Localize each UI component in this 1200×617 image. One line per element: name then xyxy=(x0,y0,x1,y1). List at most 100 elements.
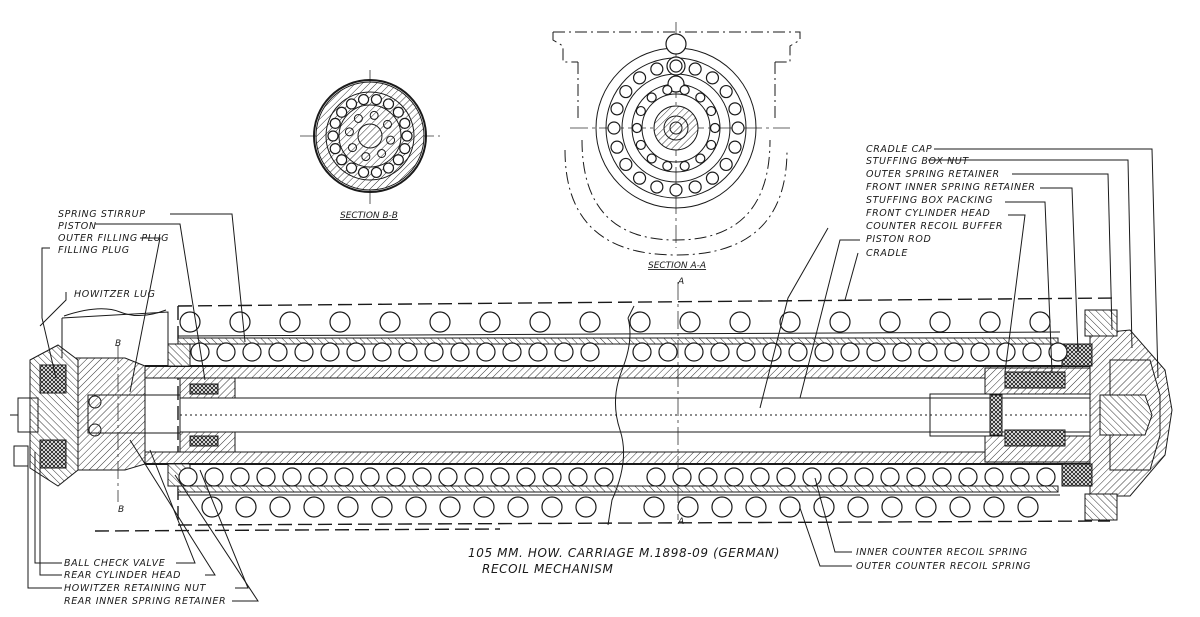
section-bb-coil xyxy=(399,143,411,155)
outer-spring-coil xyxy=(729,311,751,333)
drawing-title-line2: RECOIL MECHANISM xyxy=(482,562,613,576)
labels: SECTION B-B SECTION A-A B B A A SPRING S… xyxy=(58,144,1035,607)
section-aa-coil xyxy=(679,84,690,96)
inner-spring-coil xyxy=(1048,342,1068,362)
inner-spring-coil xyxy=(762,342,782,362)
section-aa-coil xyxy=(706,139,717,151)
outer-spring-coil xyxy=(529,311,551,333)
leader-lines xyxy=(27,148,1159,602)
section-bb-coil xyxy=(382,98,395,110)
inner-spring-coil xyxy=(918,342,938,362)
outer-counter-recoil-spring-top xyxy=(179,311,1051,333)
section-bb-coil xyxy=(357,166,370,179)
inner-spring-coil xyxy=(646,467,666,487)
section-bb-port xyxy=(353,113,363,123)
section-aa-coil xyxy=(669,183,683,197)
section-aa-counter-recoil-springs xyxy=(607,59,745,197)
inner-spring-coil xyxy=(268,342,288,362)
inner-spring-coil xyxy=(516,467,536,487)
inner-spring-coil xyxy=(788,342,808,362)
section-bb-coil xyxy=(329,143,341,155)
section-aa-coil xyxy=(709,122,721,134)
inner-spring-coil xyxy=(958,467,978,487)
inner-spring-coil xyxy=(230,467,250,487)
inner-spring-coil xyxy=(360,467,380,487)
inner-spring-coil xyxy=(996,342,1016,362)
inner-spring-coil xyxy=(724,467,744,487)
inner-spring-coil xyxy=(866,342,886,362)
label-inner-counter-recoil-spring: INNER COUNTER RECOIL SPRING xyxy=(856,547,1028,558)
section-bb-port xyxy=(361,152,371,162)
outer-spring-coil xyxy=(847,496,869,518)
inner-spring-coil xyxy=(346,342,366,362)
inner-spring-coil xyxy=(320,342,340,362)
section-bb-coil xyxy=(392,106,404,118)
inner-spring-coil xyxy=(814,342,834,362)
inner-spring-coil xyxy=(1010,467,1030,487)
section-aa-coil xyxy=(705,171,720,185)
section-aa-coil xyxy=(706,105,717,117)
inner-counter-recoil-spring-bottom xyxy=(178,467,1056,487)
section-mark-a-top: A xyxy=(677,277,684,287)
inner-spring-coil xyxy=(776,467,796,487)
label-front-cylinder-head: FRONT CYLINDER HEAD xyxy=(866,208,990,219)
section-aa-coil xyxy=(695,153,706,164)
section-mark-b-top: B xyxy=(115,339,121,349)
inner-spring-coil xyxy=(294,342,314,362)
inner-spring-coil xyxy=(242,342,262,362)
inner-spring-coil xyxy=(528,342,548,362)
outer-spring-coil xyxy=(541,496,563,518)
outer-spring-coil xyxy=(813,496,835,518)
outer-spring-coil xyxy=(473,496,495,518)
section-bb-coil xyxy=(329,117,341,129)
section-bb-coil xyxy=(399,117,411,129)
section-bb-piston-ports xyxy=(344,110,396,162)
section-aa-coil xyxy=(662,84,673,96)
section-mark-b-bottom: B xyxy=(118,505,124,515)
outer-spring-coil xyxy=(405,496,427,518)
label-rear-cylinder-head: REAR CYLINDER HEAD xyxy=(64,570,181,581)
inner-spring-coil xyxy=(854,467,874,487)
inner-spring-coil xyxy=(216,342,236,362)
section-aa-coil xyxy=(719,157,733,172)
drawing-title-line1: 105 MM. HOW. CARRIAGE M.1898-09 (GERMAN) xyxy=(468,546,780,560)
outer-spring-coil xyxy=(979,311,1001,333)
section-aa-coil xyxy=(695,92,706,103)
section-aa-coil xyxy=(669,59,683,73)
label-piston-rod: PISTON ROD xyxy=(866,234,931,245)
outer-spring-coil xyxy=(337,496,359,518)
section-aa-coil xyxy=(719,84,733,99)
label-howitzer-lug: HOWITZER LUG xyxy=(74,289,156,300)
outer-spring-coil xyxy=(677,496,699,518)
section-bb-title: SECTION B-B xyxy=(340,211,398,221)
section-aa-coil xyxy=(679,160,690,172)
outer-spring-coil xyxy=(829,311,851,333)
outer-spring-coil xyxy=(915,496,937,518)
section-aa-coil xyxy=(610,102,624,116)
section-bb-coil xyxy=(357,93,370,106)
inner-spring-coil xyxy=(490,467,510,487)
outer-spring-coil xyxy=(1017,496,1039,518)
section-bb-coil xyxy=(370,166,383,179)
section-aa-coil xyxy=(632,71,647,85)
inner-spring-coil xyxy=(204,467,224,487)
inner-spring-coil xyxy=(580,342,600,362)
inner-spring-coil xyxy=(308,467,328,487)
section-aa-view xyxy=(552,22,801,256)
section-bb-port xyxy=(377,149,387,159)
section-aa-coil xyxy=(688,62,702,76)
section-aa-title: SECTION A-A xyxy=(648,261,706,271)
inner-spring-coil xyxy=(828,467,848,487)
section-bb-port xyxy=(383,119,393,129)
section-bb-port xyxy=(347,143,357,153)
inner-spring-coil xyxy=(450,342,470,362)
inner-spring-coil xyxy=(710,342,730,362)
section-bb-coil xyxy=(336,106,348,118)
section-bb-port xyxy=(369,110,379,120)
section-aa-coil xyxy=(646,153,657,164)
inner-spring-coil xyxy=(970,342,990,362)
section-bb-coil xyxy=(327,130,339,142)
section-aa-coil xyxy=(607,121,621,135)
section-aa-coil xyxy=(631,122,643,134)
